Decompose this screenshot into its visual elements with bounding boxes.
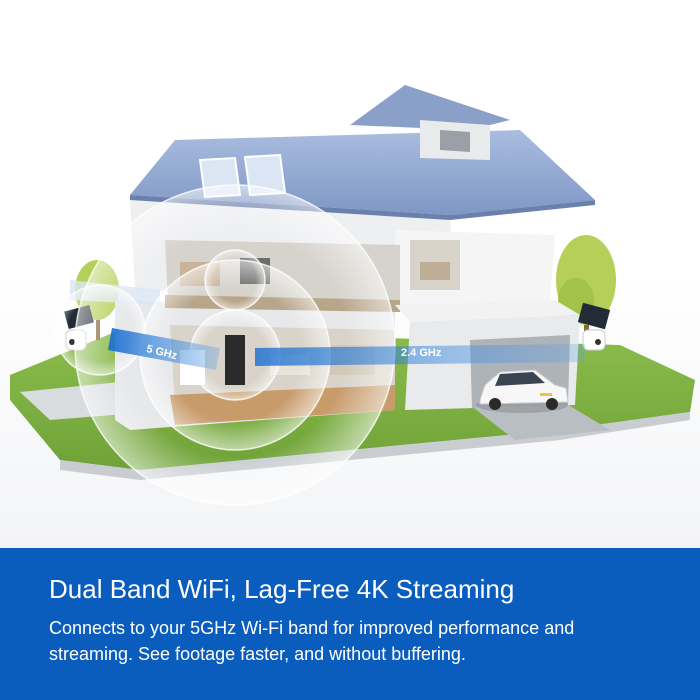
feature-description: Connects to your 5GHz Wi-Fi band for imp… [49,618,575,664]
product-illustration: 5 GHz 2.4 GHz [0,0,700,548]
wifi-coverage-bubbles [54,184,396,506]
car [476,369,569,413]
camera-right [577,302,611,351]
roof-edge [130,195,595,220]
house-scene [10,85,695,506]
band-24ghz-label: 2.4 GHz [401,347,442,359]
band-24ghz-strip [255,344,585,366]
garage-roof [395,300,580,322]
feature-title: Dual Band WiFi, Lag-Free 4K Streaming [49,574,515,604]
band-5ghz-strip [108,328,220,370]
feature-banner: Dual Band WiFi, Lag-Free 4K Streaming Co… [0,548,700,700]
dormer-window [440,130,470,152]
dormer-roof [350,85,510,130]
